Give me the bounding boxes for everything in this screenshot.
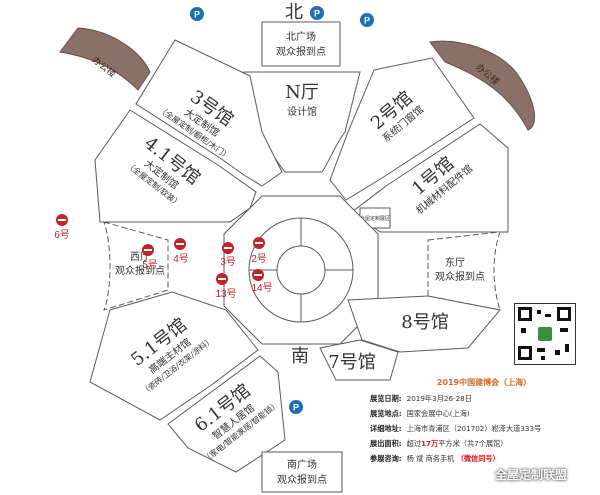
office-building-right[interactable] bbox=[429, 40, 536, 131]
qr-corner bbox=[518, 307, 532, 321]
south-plaza[interactable] bbox=[261, 451, 343, 493]
parking-icon bbox=[310, 6, 324, 20]
qr-dot bbox=[537, 310, 541, 314]
venue-value: 国家会展中心(上海) bbox=[406, 409, 470, 418]
qr-dot bbox=[555, 350, 560, 355]
metro-exit-5[interactable]: 5号 bbox=[142, 244, 158, 271]
parking-label: P bbox=[364, 16, 370, 26]
event-title: 2019中国建博会（上海） bbox=[436, 378, 532, 387]
area-value-pre: 超过 bbox=[406, 439, 422, 448]
qr-dot bbox=[545, 314, 551, 317]
dates-label: 展览日期: bbox=[370, 394, 402, 403]
hall-3[interactable] bbox=[135, 39, 283, 187]
hall-6-1[interactable] bbox=[167, 355, 286, 473]
metro-icon-bar bbox=[176, 243, 184, 245]
hall-8-name: 8号馆 bbox=[401, 312, 448, 333]
qr-code[interactable] bbox=[514, 303, 576, 365]
qr-dot bbox=[541, 356, 545, 360]
metro-icon-bar bbox=[144, 249, 152, 251]
qr-center-logo bbox=[538, 327, 552, 341]
info-row-contact: 参展咨询: 杨 斌 商务手机 （微信同号） bbox=[370, 451, 598, 466]
hall-1[interactable] bbox=[351, 123, 509, 233]
east-hall-line2: 观众报到点 bbox=[435, 270, 485, 283]
n-hall-sub: 设计馆 bbox=[287, 105, 317, 118]
north-plaza[interactable] bbox=[261, 21, 341, 67]
metro-exit-4-label: 4号 bbox=[173, 253, 189, 265]
metro-exit-3[interactable]: 3号 bbox=[220, 242, 236, 268]
metro-icon-bar bbox=[254, 274, 262, 276]
contact-label: 参展咨询: bbox=[370, 454, 402, 463]
metro-exit-14-label: 14号 bbox=[251, 282, 272, 294]
qr-dot bbox=[560, 328, 568, 332]
parking-icon bbox=[190, 7, 204, 21]
contact-value: 杨 斌 商务手机 bbox=[406, 454, 455, 463]
metro-exit-2[interactable]: 2号 bbox=[251, 237, 267, 265]
parking-icon bbox=[289, 400, 303, 414]
metro-icon-bar bbox=[255, 242, 263, 244]
info-row-venue: 展览地点: 国家会展中心(上海) bbox=[370, 406, 598, 421]
parking-label: P bbox=[314, 9, 320, 19]
area-value-highlight: 17万 bbox=[421, 439, 439, 448]
metro-exit-3-label: 3号 bbox=[220, 256, 236, 268]
hall-7[interactable] bbox=[319, 339, 399, 381]
parking-label: P bbox=[293, 403, 299, 413]
n-hall-name: N厅 bbox=[285, 82, 319, 103]
metro-exit-2-label: 2号 bbox=[251, 253, 267, 265]
address-label: 详细地址: bbox=[370, 424, 402, 433]
parking-marker-2[interactable]: P bbox=[310, 6, 324, 20]
qr-dot bbox=[521, 328, 526, 333]
area-label: 展出面积: bbox=[370, 439, 402, 448]
metro-exit-13[interactable]: 13号 bbox=[215, 273, 237, 300]
area-value-post: 平方米（共7个展馆） bbox=[438, 439, 508, 448]
parking-marker-1[interactable]: P bbox=[190, 7, 204, 21]
metro-exit-4[interactable]: 4号 bbox=[173, 238, 189, 265]
watermark: 全屋定制联盟 bbox=[495, 468, 568, 482]
venue-label: 展览地点: bbox=[370, 409, 402, 418]
info-row-dates: 展览日期: 2019年3月26-28日 bbox=[370, 391, 598, 406]
south-plaza-line1: 南广场 bbox=[287, 458, 317, 471]
west-hall-line1: 西厅 bbox=[130, 252, 150, 263]
qr-corner bbox=[557, 307, 571, 321]
compass-south: 南 bbox=[291, 346, 309, 367]
qr-corner bbox=[518, 346, 532, 360]
east-hall[interactable] bbox=[427, 231, 501, 311]
info-row-address: 详细地址: 上海市青浦区（201702）崧泽大道333号 bbox=[370, 421, 598, 436]
hall-7-name: 7号馆 bbox=[328, 352, 375, 373]
parking-label: P bbox=[194, 10, 200, 20]
hall-8[interactable] bbox=[347, 295, 501, 353]
hall-2[interactable] bbox=[329, 57, 475, 201]
contact-note: （微信同号） bbox=[456, 454, 500, 463]
qr-dot bbox=[565, 344, 569, 352]
north-plaza-line2: 观众报到点 bbox=[276, 45, 326, 58]
parking-marker-3[interactable]: P bbox=[360, 13, 374, 27]
qr-dot bbox=[537, 348, 545, 352]
office-building-left[interactable] bbox=[59, 27, 151, 91]
metro-exit-14[interactable]: 14号 bbox=[251, 269, 273, 294]
metro-exit-6[interactable]: 6号 bbox=[54, 214, 70, 241]
metro-icon-bar bbox=[224, 247, 232, 249]
metro-exit-13-label: 13号 bbox=[215, 288, 236, 300]
address-value: 上海市青浦区（201702）崧泽大道333号 bbox=[406, 424, 542, 433]
west-hall[interactable] bbox=[103, 221, 169, 311]
north-plaza-line1: 北广场 bbox=[286, 30, 316, 43]
dates-value: 2019年3月26-28日 bbox=[406, 394, 472, 403]
west-hall-line2: 观众报到点 bbox=[115, 264, 165, 277]
hall-4-1[interactable] bbox=[94, 109, 257, 223]
metro-icon-bar bbox=[218, 278, 226, 280]
metro-exit-6-label: 6号 bbox=[54, 229, 70, 241]
south-plaza-line2: 观众报到点 bbox=[277, 473, 327, 486]
small-box-text: 全屋定制展区 bbox=[360, 215, 390, 222]
event-info-panel: 2019中国建博会（上海） 展览日期: 2019年3月26-28日 展览地点: 国家… bbox=[370, 375, 598, 466]
east-hall-line1: 东厅 bbox=[445, 256, 465, 269]
parking-marker-4[interactable]: P bbox=[289, 400, 303, 414]
metro-icon-bar bbox=[58, 219, 66, 221]
compass-north: 北 bbox=[285, 2, 303, 23]
metro-exit-5-label: 5号 bbox=[142, 259, 158, 271]
hall-5-1[interactable] bbox=[89, 291, 259, 421]
parking-icon bbox=[360, 13, 374, 27]
info-row-area: 展出面积: 超过17万平方米（共7个展馆） bbox=[370, 436, 598, 451]
